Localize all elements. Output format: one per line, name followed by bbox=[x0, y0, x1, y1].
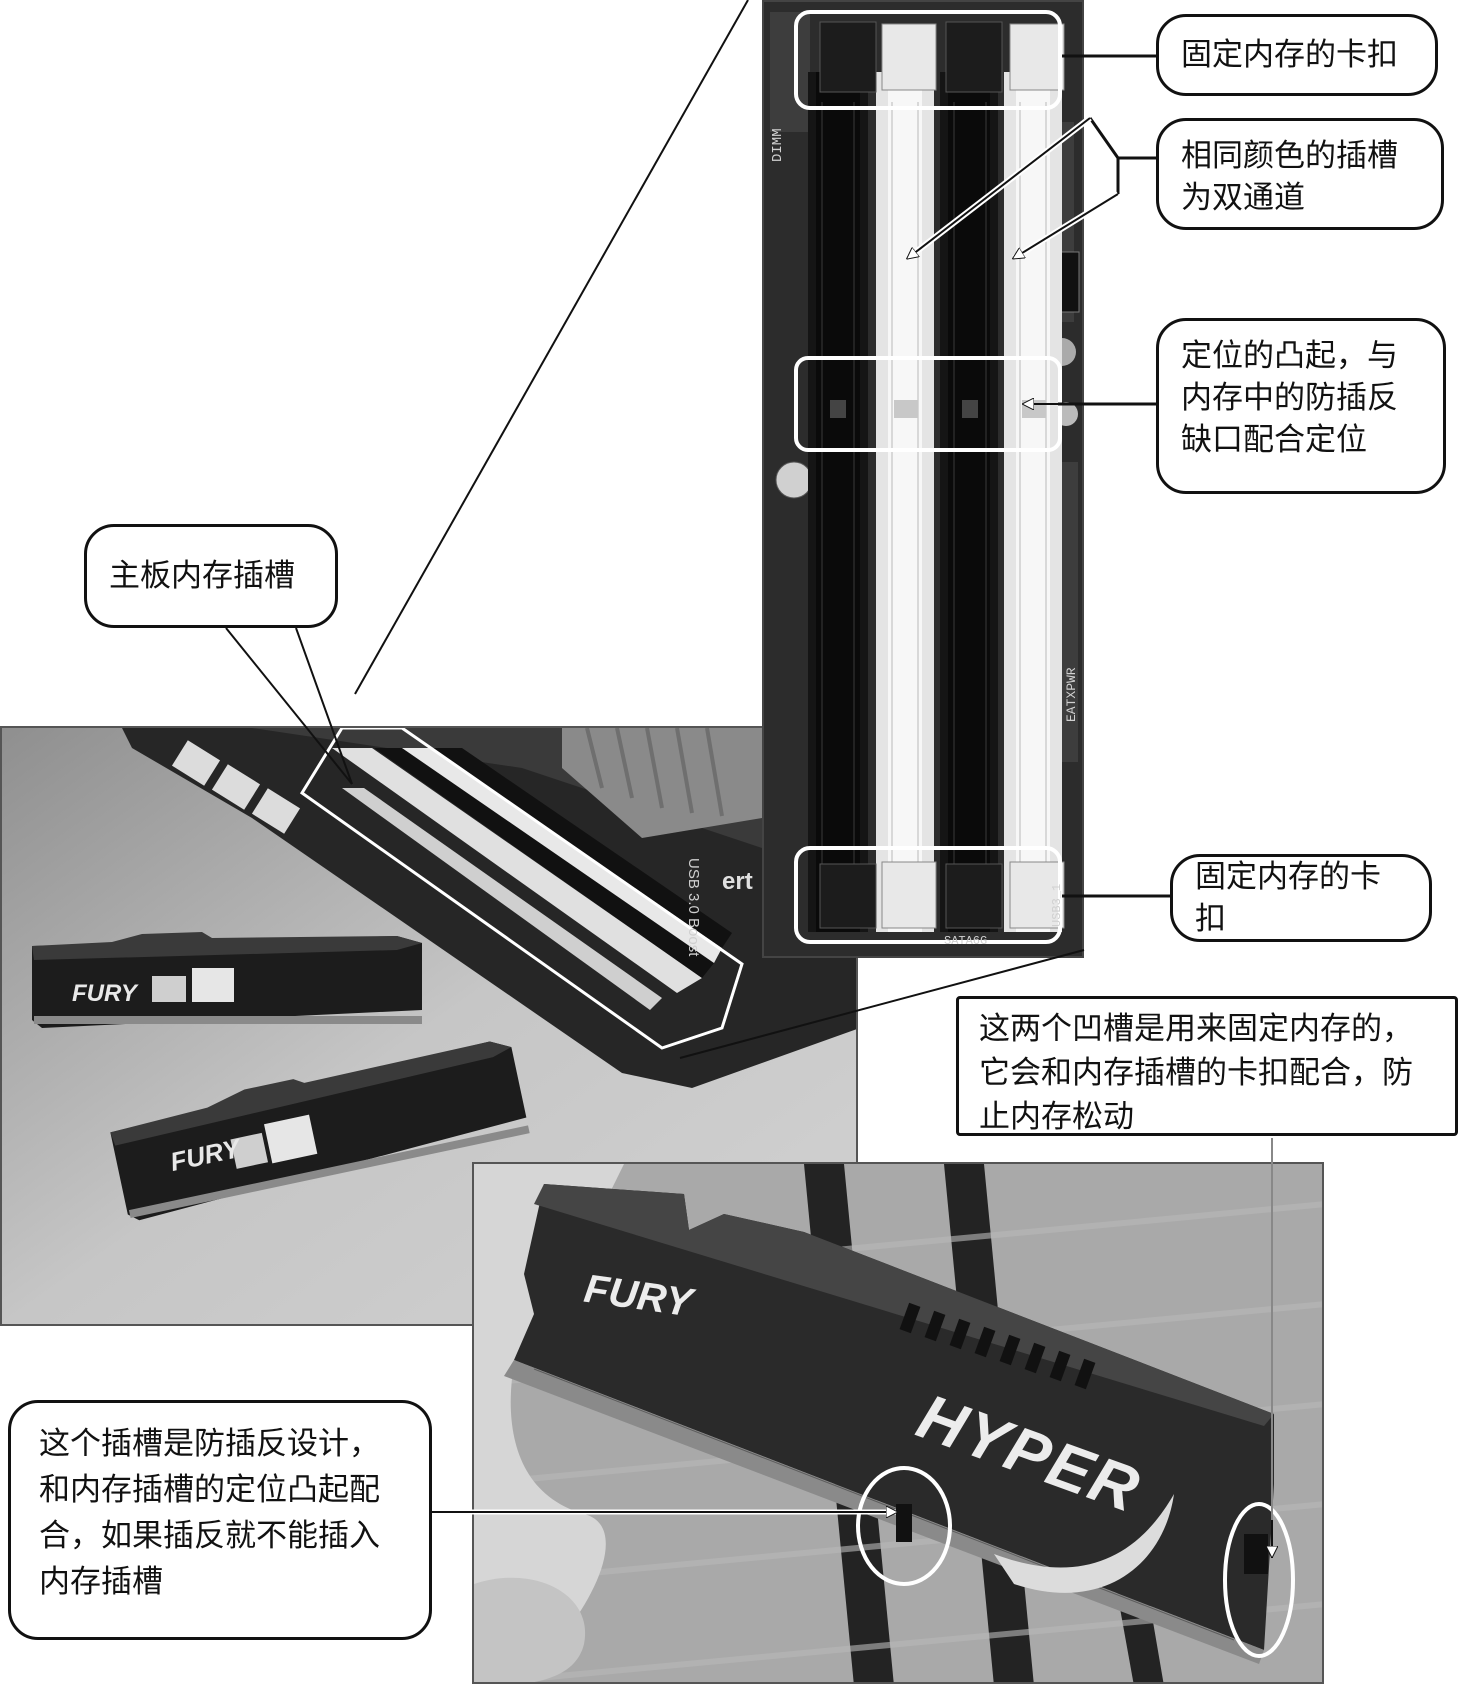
board-usb3-label: USB3_1 bbox=[1050, 883, 1064, 927]
callout-notches: 这两个凹槽是用来固定内存的，它会和内存插槽的卡扣配合，防止内存松动 bbox=[956, 996, 1458, 1136]
callout-key-bump-text: 定位的凸起，与内存中的防插反缺口配合定位 bbox=[1181, 338, 1398, 458]
photo-closeup: FURY HYPER bbox=[472, 1162, 1324, 1684]
callout-mb-slot: 主板内存插槽 bbox=[84, 524, 338, 628]
callout-clip-bottom-text: 固定内存的卡扣 bbox=[1195, 859, 1381, 937]
board-dimm-label: DIMM bbox=[770, 128, 786, 162]
photo-overview: FURY FURY USB 3.0 Boost ert bbox=[0, 726, 858, 1326]
callout-key-slot-text: 这个插槽是防插反设计，和内存插槽的定位凸起配合，如果插反就不能插入内存插槽 bbox=[39, 1426, 380, 1600]
callout-mb-slot-text: 主板内存插槽 bbox=[109, 558, 295, 594]
photo-slots: DIMM EATXPWR SATA6G USB3_1 bbox=[762, 0, 1084, 958]
callout-dual-channel: 相同颜色的插槽为双通道 bbox=[1156, 118, 1444, 230]
callout-key-bump: 定位的凸起，与内存中的防插反缺口配合定位 bbox=[1156, 318, 1446, 494]
callout-key-slot: 这个插槽是防插反设计，和内存插槽的定位凸起配合，如果插反就不能插入内存插槽 bbox=[8, 1400, 432, 1640]
board-ert-label: ert bbox=[722, 868, 753, 895]
callout-dual-channel-text: 相同颜色的插槽为双通道 bbox=[1181, 138, 1398, 216]
board-eatx-label: EATXPWR bbox=[1064, 667, 1079, 722]
callout-clip-top: 固定内存的卡扣 bbox=[1156, 14, 1438, 96]
callout-notches-text: 这两个凹槽是用来固定内存的，它会和内存插槽的卡扣配合，防止内存松动 bbox=[979, 1011, 1413, 1135]
fury-logo-1: FURY bbox=[72, 980, 137, 1007]
board-sata-label: SATA6G bbox=[944, 934, 988, 948]
callout-clip-bottom: 固定内存的卡扣 bbox=[1170, 854, 1432, 942]
callout-clip-top-text: 固定内存的卡扣 bbox=[1181, 37, 1398, 73]
board-usb-label: USB 3.0 Boost bbox=[685, 858, 702, 957]
